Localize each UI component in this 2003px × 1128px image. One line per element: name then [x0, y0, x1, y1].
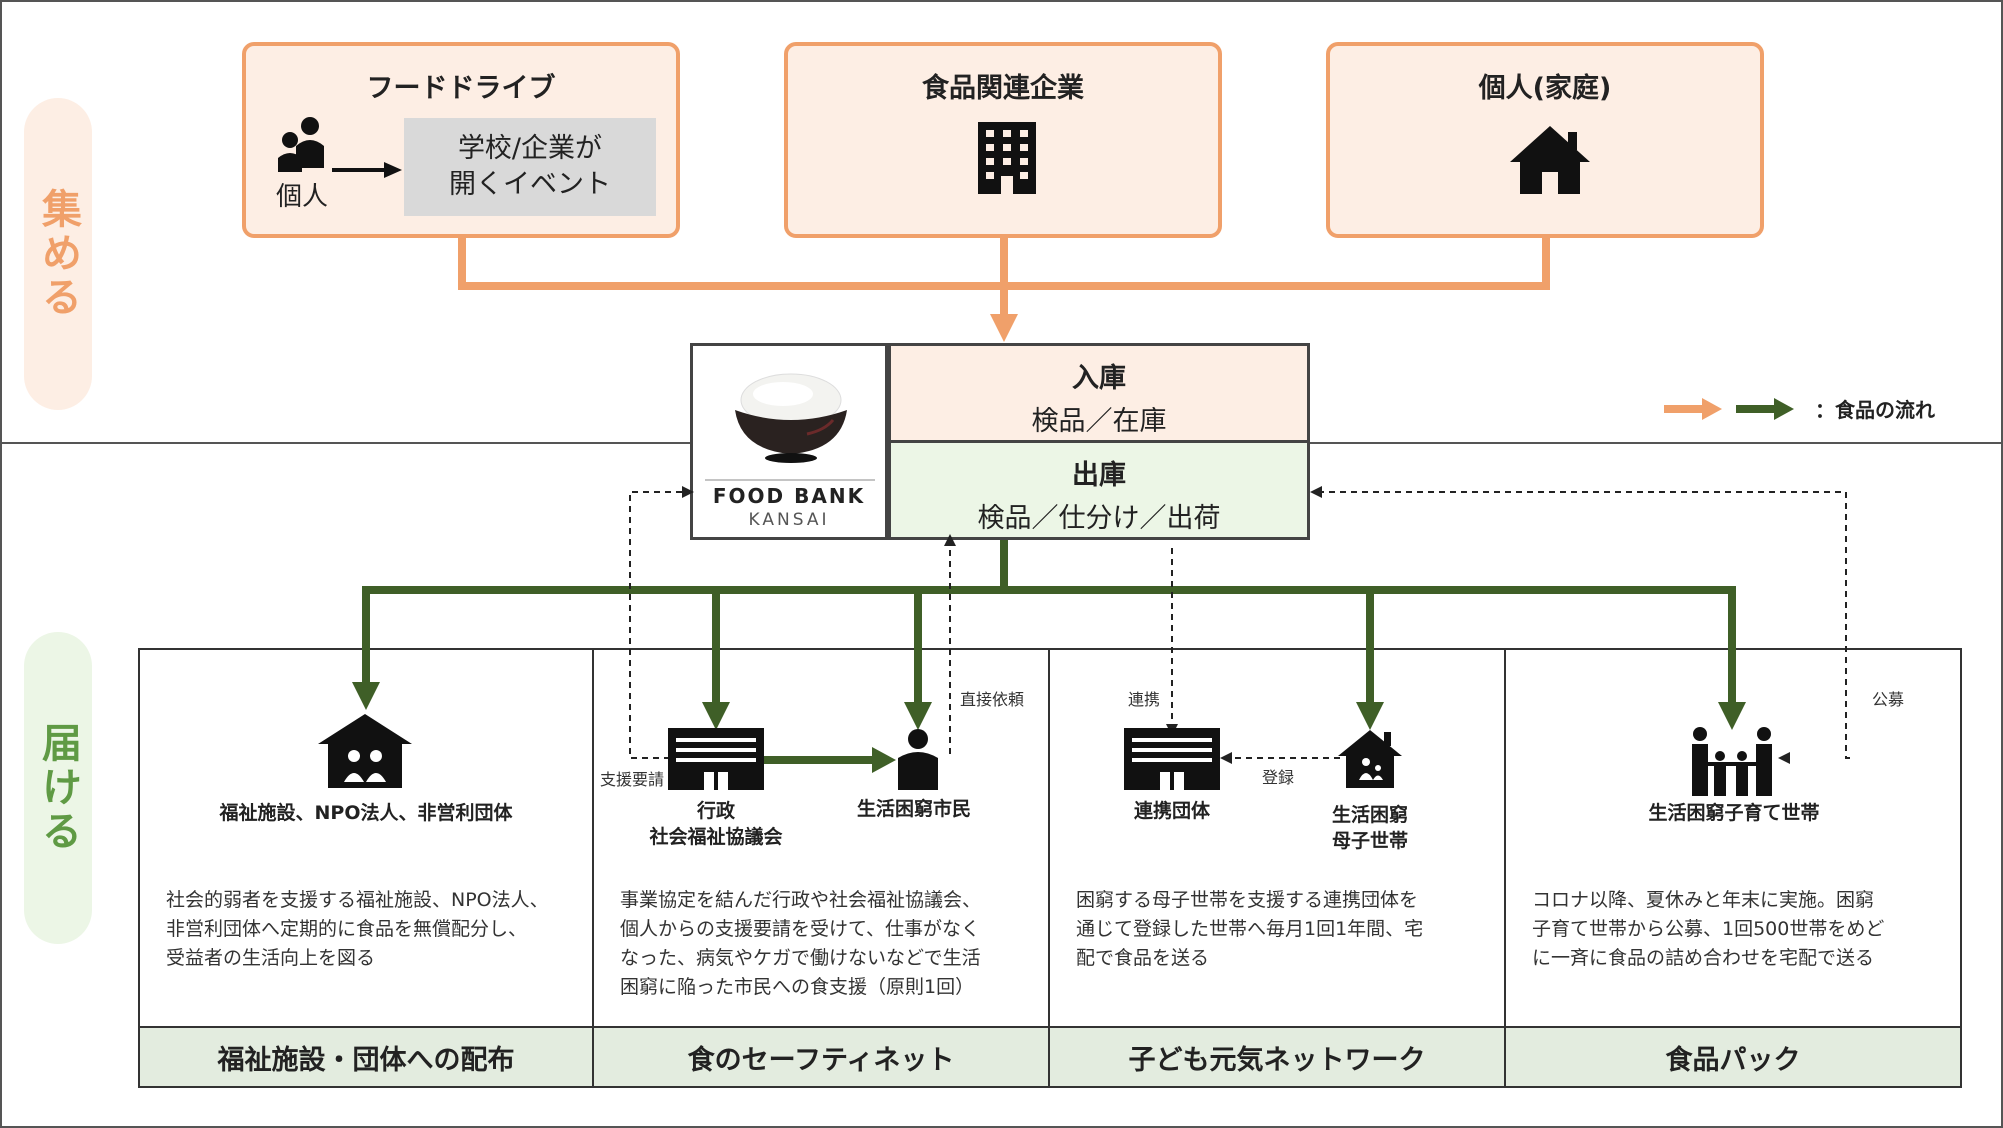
rice-bowl-icon: [735, 373, 847, 463]
arrow-right-icon: [332, 162, 402, 178]
column-food-safety-net: 事業協定を結んだ行政や社会福祉協議会、個人からの支援要請を受けて、仕事がなくなっ…: [594, 648, 1050, 1088]
family-house-icon: [1338, 730, 1402, 788]
households-title: 個人(家庭): [1478, 73, 1612, 104]
food-pack-description: コロナ以降、夏休みと年末に実施。困窮子育て世帯から公募、1回500世帯をめどに一…: [1532, 889, 1885, 969]
partner-org-icon: [1124, 728, 1220, 790]
storage-out: 出庫 検品／仕分け／出荷: [888, 443, 1310, 540]
people-icon: [278, 117, 324, 172]
legend-text: ：食品の流れ: [1815, 398, 1935, 422]
storage-out-sub: 検品／仕分け／出荷: [977, 503, 1221, 534]
building-icon: [978, 122, 1036, 194]
food-pack-footer: 食品パック: [1506, 1026, 1960, 1086]
support-request-label: 支援要請: [600, 770, 665, 789]
source-food-companies: 食品関連企業: [784, 42, 1222, 238]
direct-request-label: 直接依頼: [960, 690, 1025, 709]
citizen-label: 生活困窮市民: [856, 798, 971, 820]
source-households: 個人(家庭): [1326, 42, 1764, 238]
logo-name: FOOD BANK: [712, 484, 866, 508]
citizen-icon: [898, 729, 938, 790]
logo-divider: [705, 479, 875, 481]
storage-in: 入庫 検品／在庫: [888, 343, 1310, 443]
registration-label: 登録: [1262, 768, 1295, 787]
mother-child-label: 生活困窮母子世帯: [1331, 804, 1408, 852]
column-food-pack: コロナ以降、夏休みと年末に実施。困窮子育て世帯から公募、1回500世帯をめどに一…: [1506, 648, 1962, 1088]
welfare-footer: 福祉施設・団体への配布: [140, 1026, 592, 1086]
office-building-icon: [668, 728, 764, 790]
storage-in-title: 入庫: [1072, 363, 1126, 394]
legend-arrows: [1664, 398, 1794, 420]
person-label: 個人: [276, 182, 329, 212]
safety-net-description: 事業協定を結んだ行政や社会福祉協議会、個人からの支援要請を受けて、仕事がなくなっ…: [620, 889, 982, 998]
food-drive-title: フードドライブ: [366, 73, 556, 104]
government-label: 行政社会福祉協議会: [649, 800, 783, 848]
safety-net-footer: 食のセーフティネット: [594, 1026, 1048, 1086]
column-kids-network: 困窮する母子世帯を支援する連携団体を通じて登録した世帯へ毎月1回1年間、宅配で食…: [1050, 648, 1506, 1088]
storage-in-sub: 検品／在庫: [1031, 406, 1167, 437]
section-deliver: 届ける: [24, 632, 92, 944]
storage-out-title: 出庫: [1072, 460, 1126, 491]
logo-sub: KANSAI: [748, 510, 830, 530]
food-bank-logo: FOOD BANK KANSAI: [690, 343, 888, 540]
cooperation-label: 連携: [1128, 690, 1161, 709]
event-box: 学校/企業が 開くイベント: [404, 118, 656, 216]
welfare-facility-icon: [318, 714, 412, 788]
partner-org-label: 連携団体: [1133, 800, 1210, 822]
welfare-description: 社会的弱者を支援する福祉施設、NPO法人、非営利団体へ定期的に食品を無償配分し、…: [166, 889, 549, 969]
kids-network-description: 困窮する母子世帯を支援する連携団体を通じて登録した世帯へ毎月1回1年間、宅配で食…: [1076, 889, 1424, 969]
source-food-drive: フードドライブ 個人 学校/企業が 開くイベント: [242, 42, 680, 238]
food-companies-title: 食品関連企業: [922, 73, 1084, 104]
welfare-icon-label: 福祉施設、NPO法人、非営利団体: [219, 802, 513, 824]
kids-network-footer: 子ども元気ネットワーク: [1050, 1026, 1504, 1086]
section-collect: 集める: [24, 98, 92, 410]
family-icon: [1692, 727, 1772, 796]
public-offer-label: 公募: [1872, 690, 1905, 709]
family-icon-label: 生活困窮子育て世帯: [1648, 802, 1820, 824]
house-icon: [1510, 126, 1590, 194]
